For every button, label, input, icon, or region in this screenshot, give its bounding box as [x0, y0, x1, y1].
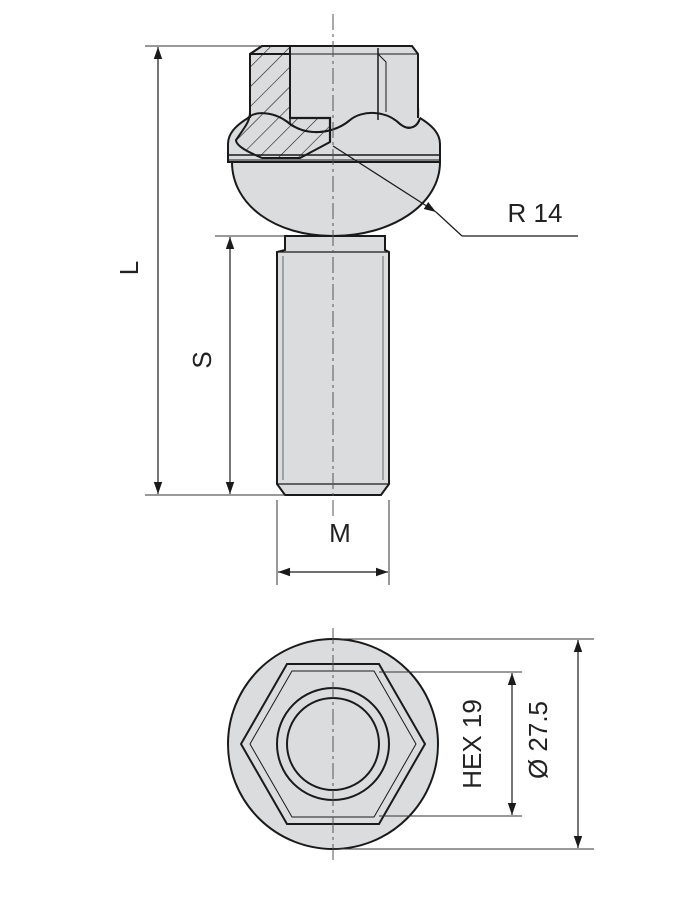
- shank-length-label: S: [187, 351, 217, 368]
- dimension-hex: [379, 671, 522, 817]
- dimension-thread: [276, 500, 390, 585]
- length-label: L: [114, 261, 144, 275]
- dimension-radius: [332, 145, 578, 237]
- hex-label: HEX 19: [457, 699, 487, 789]
- side-view: [227, 14, 442, 520]
- dimension-shank-length: [215, 235, 285, 494]
- top-view: [227, 628, 439, 860]
- radius-label: R 14: [508, 198, 563, 228]
- diameter-label: Ø 27.5: [523, 701, 553, 779]
- hex-inner-outline: [249, 670, 417, 818]
- thread-label: M: [329, 518, 351, 548]
- spherical-seat: [230, 161, 442, 238]
- section-hatch: [234, 45, 332, 159]
- dimension-length: [145, 45, 285, 496]
- dimension-diameter: [333, 638, 594, 850]
